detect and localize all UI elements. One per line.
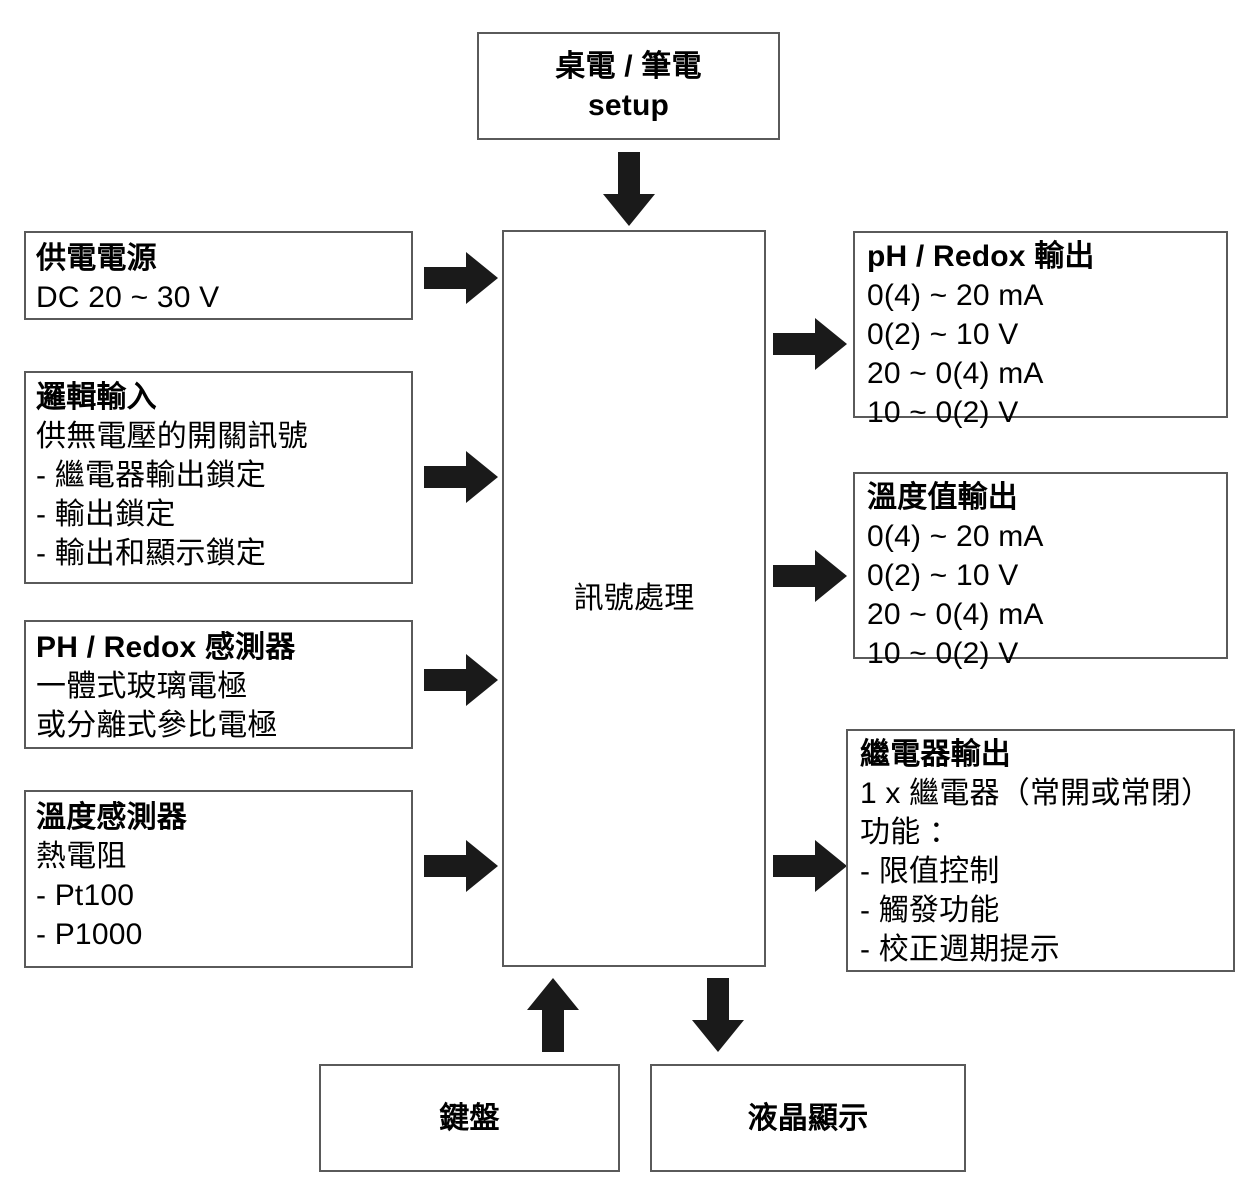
temperature-sensor-block[interactable]: 溫度感測器 熱電阻 - Pt100 - P1000 [24,790,413,968]
setup-block-line-1: 桌電 / 筆電 [555,50,702,83]
relay-output-line-4: - 觸發功能 [860,894,1000,927]
temperature-output-block[interactable]: 溫度值輸出 0(4) ~ 20 mA 0(2) ~ 10 V 20 ~ 0(4)… [853,472,1228,670]
ph-redox-sensor-line-1: 一體式玻璃電極 [36,670,248,703]
arrow-setup-to-processor [603,152,655,226]
logic-input-line-2: - 繼電器輸出鎖定 [36,459,267,492]
arrow-keypad-to-processor [527,978,579,1052]
keypad-label: 鍵盤 [439,1101,500,1135]
power-supply-line-1: DC 20 ~ 30 V [36,281,220,314]
relay-output-line-1: 1 x 繼電器（常開或常閉） [860,777,1212,810]
temperature-sensor-line-2: - Pt100 [36,879,135,912]
arrow-ph-sensor-to-processor [424,654,498,706]
relay-output-line-3: - 限值控制 [860,855,1000,888]
ph-redox-output-line-2: 0(2) ~ 10 V [867,318,1019,351]
ph-redox-sensor-line-2: 或分離式參比電極 [36,709,278,742]
arrow-processor-to-lcd [692,978,744,1052]
relay-output-block[interactable]: 繼電器輸出 1 x 繼電器（常開或常閉） 功能 ： - 限值控制 - 觸發功能 … [846,729,1235,972]
ph-redox-output-heading: pH / Redox 輸出 [867,240,1095,273]
arrow-processor-to-relay-output [773,840,847,892]
temperature-output-heading: 溫度值輸出 [867,481,1018,514]
relay-output-heading: 繼電器輸出 [860,738,1011,771]
ph-redox-sensor-block[interactable]: PH / Redox 感測器 一體式玻璃電極 或分離式參比電極 [24,620,413,749]
temperature-output-line-1: 0(4) ~ 20 mA [867,520,1044,553]
logic-input-line-4: - 輸出和顯示鎖定 [36,537,267,570]
arrow-processor-to-temp-output [773,550,847,602]
signal-processing-block[interactable]: 訊號處理 [502,230,766,967]
logic-input-heading: 邏輯輸入 [36,381,157,414]
ph-redox-sensor-heading: PH / Redox 感測器 [36,631,296,664]
keypad-block[interactable]: 鍵盤 [319,1064,620,1172]
ph-redox-output-block[interactable]: pH / Redox 輸出 0(4) ~ 20 mA 0(2) ~ 10 V 2… [853,231,1228,429]
arrow-processor-to-ph-output [773,318,847,370]
arrow-logic-to-processor [424,451,498,503]
ph-redox-output-line-3: 20 ~ 0(4) mA [867,357,1044,390]
ph-redox-output-line-1: 0(4) ~ 20 mA [867,279,1044,312]
signal-processing-label: 訊號處理 [573,582,695,615]
temperature-output-line-4: 10 ~ 0(2) V [867,637,1019,670]
ph-redox-output-line-4: 10 ~ 0(2) V [867,396,1019,429]
lcd-display-block[interactable]: 液晶顯示 [650,1064,966,1172]
lcd-display-label: 液晶顯示 [747,1101,869,1135]
relay-output-line-2: 功能 ： [860,816,960,849]
temperature-sensor-heading: 溫度感測器 [36,801,187,834]
temperature-output-line-3: 20 ~ 0(4) mA [867,598,1044,631]
temperature-sensor-line-3: - P1000 [36,918,143,951]
logic-input-line-3: - 輸出鎖定 [36,498,176,531]
logic-input-block[interactable]: 邏輯輸入 供無電壓的開關訊號 - 繼電器輸出鎖定 - 輸出鎖定 - 輸出和顯示鎖… [24,371,413,584]
setup-block-line-2: setup [587,89,669,122]
relay-output-line-5: - 校正週期提示 [860,933,1060,966]
temperature-sensor-line-1: 熱電阻 [36,840,127,873]
logic-input-line-1: 供無電壓的開關訊號 [36,420,308,453]
arrow-temp-sensor-to-processor [424,840,498,892]
power-supply-block[interactable]: 供電電源 DC 20 ~ 30 V [24,231,413,320]
arrow-power-to-processor [424,252,498,304]
temperature-output-line-2: 0(2) ~ 10 V [867,559,1019,592]
power-supply-heading: 供電電源 [36,242,157,275]
setup-block[interactable]: 桌電 / 筆電 setup [477,32,780,140]
